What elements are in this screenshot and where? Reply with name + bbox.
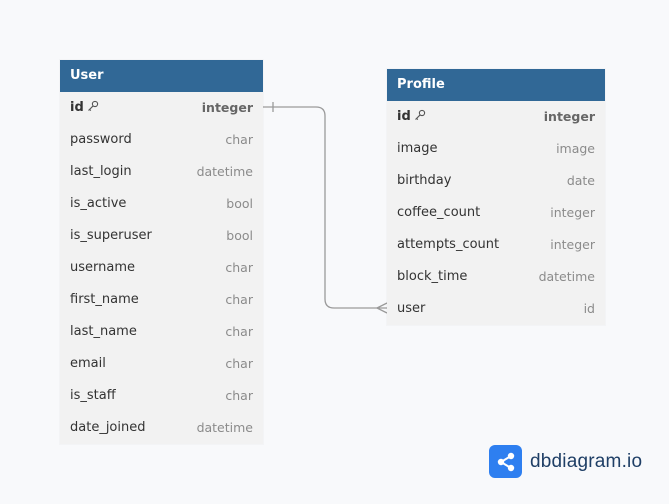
column-name-wrap: image: [397, 133, 438, 165]
column-name: is_superuser: [70, 228, 152, 243]
user-column-is-staff[interactable]: is_staff char: [60, 380, 263, 412]
column-name-wrap: last_login: [70, 156, 132, 188]
key-icon: [414, 109, 426, 121]
column-type: datetime: [196, 420, 253, 435]
column-name: first_name: [70, 292, 139, 307]
column-type: bool: [226, 196, 253, 211]
column-type: char: [225, 356, 253, 371]
column-type: char: [225, 324, 253, 339]
user-column-last-login[interactable]: last_login datetime: [60, 156, 263, 188]
column-name: date_joined: [70, 420, 146, 435]
profile-column-id[interactable]: id integer: [387, 101, 605, 133]
column-name-wrap: block_time: [397, 261, 467, 293]
profile-table-rows: id integer image image birthday date coffee_co…: [387, 101, 605, 325]
brand-name: dbdiagram.io: [530, 450, 643, 472]
user-column-password[interactable]: password char: [60, 124, 263, 156]
brand-logo[interactable]: dbdiagram.io: [489, 445, 642, 478]
column-type: integer: [550, 205, 595, 220]
user-column-is-active[interactable]: is_active bool: [60, 188, 263, 220]
profile-table[interactable]: Profile id integer image image birthday date c…: [387, 69, 605, 325]
profile-column-block-time[interactable]: block_time datetime: [387, 261, 605, 293]
column-type: integer: [543, 109, 595, 124]
column-name: birthday: [397, 173, 452, 188]
column-name: last_name: [70, 324, 137, 339]
column-name: password: [70, 132, 132, 147]
column-name-wrap: id: [70, 92, 99, 124]
column-type: integer: [550, 237, 595, 252]
column-name-wrap: password: [70, 124, 132, 156]
column-name: user: [397, 301, 426, 316]
column-type: id: [583, 301, 595, 316]
many-marker-top: [376, 302, 388, 309]
share-network-icon: [489, 445, 522, 478]
profile-column-coffee-count[interactable]: coffee_count integer: [387, 197, 605, 229]
column-type: char: [225, 388, 253, 403]
column-name-wrap: last_name: [70, 316, 137, 348]
column-name-wrap: birthday: [397, 165, 451, 197]
column-name-wrap: email: [70, 348, 106, 380]
key-icon: [87, 100, 99, 112]
column-type: char: [225, 260, 253, 275]
user-column-email[interactable]: email char: [60, 348, 263, 380]
user-column-id[interactable]: id integer: [60, 92, 263, 124]
column-name: coffee_count: [397, 205, 481, 220]
column-type: char: [225, 132, 253, 147]
column-name: email: [70, 356, 106, 371]
many-marker-bottom: [376, 307, 388, 314]
column-name: is_active: [70, 196, 127, 211]
column-type: image: [556, 141, 595, 156]
column-name-wrap: id: [397, 101, 426, 133]
column-type: datetime: [538, 269, 595, 284]
profile-column-birthday[interactable]: birthday date: [387, 165, 605, 197]
user-column-is-superuser[interactable]: is_superuser bool: [60, 220, 263, 252]
column-name: username: [70, 260, 135, 275]
column-type: bool: [226, 228, 253, 243]
user-column-username[interactable]: username char: [60, 252, 263, 284]
column-name: id: [70, 100, 84, 115]
column-name-wrap: username: [70, 252, 135, 284]
column-name-wrap: is_superuser: [70, 220, 152, 252]
relationship-line: [263, 106, 387, 309]
user-column-first-name[interactable]: first_name char: [60, 284, 263, 316]
column-name-wrap: date_joined: [70, 412, 145, 444]
column-name: attempts_count: [397, 237, 500, 252]
profile-column-image[interactable]: image image: [387, 133, 605, 165]
profile-column-attempts-count[interactable]: attempts_count integer: [387, 229, 605, 261]
column-name-wrap: is_staff: [70, 380, 116, 412]
user-column-date-joined[interactable]: date_joined datetime: [60, 412, 263, 444]
profile-column-user[interactable]: user id: [387, 293, 605, 325]
user-table-header[interactable]: User: [60, 60, 263, 92]
profile-table-header[interactable]: Profile: [387, 69, 605, 101]
column-type: datetime: [196, 164, 253, 179]
column-type: char: [225, 292, 253, 307]
column-type: integer: [201, 100, 253, 115]
column-name-wrap: user: [397, 293, 425, 325]
column-name-wrap: attempts_count: [397, 229, 499, 261]
column-name-wrap: first_name: [70, 284, 139, 316]
column-name-wrap: coffee_count: [397, 197, 480, 229]
column-name: is_staff: [70, 388, 116, 403]
column-name: last_login: [70, 164, 132, 179]
user-column-last-name[interactable]: last_name char: [60, 316, 263, 348]
column-name: block_time: [397, 269, 468, 284]
column-type: date: [566, 173, 595, 188]
column-name: id: [397, 109, 411, 124]
column-name-wrap: is_active: [70, 188, 126, 220]
column-name: image: [397, 141, 438, 156]
user-table-rows: id integer password char last_login datetime i…: [60, 92, 263, 444]
